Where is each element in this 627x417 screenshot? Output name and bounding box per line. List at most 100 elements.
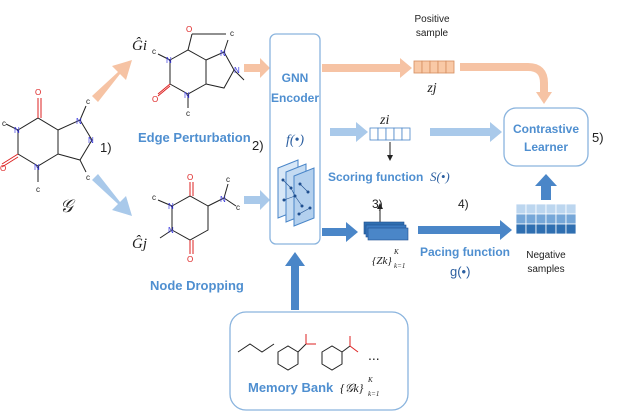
memory-bank-label: Memory Bank [248, 380, 334, 395]
svg-text:N: N [76, 117, 82, 126]
contrastive-learner-title-2: Learner [524, 140, 568, 154]
svg-text:O: O [0, 164, 6, 173]
svg-text:c: c [236, 203, 240, 212]
svg-text:N: N [168, 202, 174, 211]
gnn-encoder-title-1: GNN [282, 71, 309, 85]
negative-sample-cell [565, 203, 577, 215]
svg-text:N: N [220, 49, 226, 58]
negative-sample-cell [555, 213, 567, 225]
arrow-gi-to-encoder [244, 58, 270, 78]
arrow-negatives-to-learner [535, 174, 557, 200]
original-molecule-atoms: O O N N N N c c c c [0, 88, 94, 194]
negative-sample-cell [545, 203, 557, 215]
negative-sample-cell [535, 203, 547, 215]
negative-sample-cell [565, 213, 577, 225]
negative-samples-label-2: samples [527, 264, 564, 275]
svg-text:c: c [152, 47, 156, 56]
zi-label: zi [379, 113, 389, 128]
gnn-encoder-title-2: Encoder [271, 91, 319, 105]
negative-sample-cell [545, 213, 557, 225]
negative-sample-cell [555, 203, 567, 215]
arrow-zi-to-learner [430, 122, 502, 142]
svg-text:N: N [88, 136, 94, 145]
arrow-memory-to-encoder [285, 252, 305, 310]
memory-bank-symbol: {𝒢k} [340, 381, 364, 395]
pacing-function-label: Pacing function [420, 245, 510, 259]
step-5-label: 5) [592, 130, 604, 145]
svg-text:c: c [2, 119, 6, 128]
svg-text:c: c [152, 193, 156, 202]
svg-text:c: c [86, 97, 90, 106]
zj-label: zj [426, 81, 436, 96]
contrastive-learner-box [503, 107, 589, 167]
svg-text:O: O [187, 173, 193, 182]
zk-set-range: K [393, 248, 399, 256]
memory-bank-molecules [237, 334, 359, 371]
arrow-zk-to-negatives [418, 220, 512, 240]
svg-text:N: N [14, 126, 20, 135]
svg-text:c: c [86, 173, 90, 182]
svg-text:O: O [152, 95, 158, 104]
memory-bank-range: K [367, 376, 373, 384]
encoder-function-symbol: f(•) [286, 133, 304, 148]
scoring-function-label: Scoring function [328, 170, 423, 184]
svg-text:N: N [166, 56, 172, 65]
arrow-encoder-to-zi [330, 122, 368, 142]
svg-text:N: N [234, 66, 240, 75]
memory-bank-sub: k=1 [368, 390, 379, 398]
svg-text:c: c [186, 109, 190, 118]
svg-text:c: c [230, 29, 234, 38]
contrastive-learner-title-1: Contrastive [513, 122, 579, 136]
arrow-positive-to-learner-head [536, 92, 552, 104]
augmented-molecule-i-atoms: O O N N N N c c c [152, 25, 240, 118]
graph-symbol: 𝒢 [60, 196, 76, 216]
step-2-label: 2) [252, 138, 264, 153]
gi-hat-label: Ĝi [132, 37, 147, 54]
anchor-vector [369, 127, 411, 141]
candidate-embedding-stack [363, 221, 409, 241]
negative-sample-cell [525, 223, 537, 235]
augmented-molecule-j-atoms: O O N N N c c c [152, 173, 240, 264]
augmented-molecule-i [157, 33, 245, 108]
positive-sample-label-2: sample [416, 28, 449, 39]
augmented-molecule-j [157, 182, 237, 254]
svg-text:O: O [35, 88, 41, 97]
svg-text:O: O [187, 255, 193, 264]
arrow-positive-to-learner [460, 63, 548, 92]
step-3-label: 3) [372, 197, 383, 211]
edge-perturbation-arrow [92, 60, 132, 102]
negative-samples-label-1: Negative [526, 250, 566, 261]
negative-sample-cell [545, 223, 557, 235]
svg-text:N: N [34, 163, 40, 172]
arrow-gj-to-encoder [244, 190, 270, 210]
node-dropping-label: Node Dropping [150, 278, 244, 293]
edge-perturbation-label: Edge Perturbation [138, 130, 251, 145]
svg-text:N: N [168, 226, 174, 235]
negative-samples-grid [515, 203, 577, 235]
svg-text:O: O [186, 25, 192, 34]
negative-sample-cell [515, 213, 527, 225]
negative-sample-cell [525, 213, 537, 225]
negative-sample-cell [535, 223, 547, 235]
negative-sample-cell [565, 223, 577, 235]
pacing-function-symbol: g(•) [450, 264, 470, 279]
arrow-encoder-to-positive [322, 58, 412, 78]
svg-text:N: N [184, 91, 190, 100]
gj-hat-label: Ĝj [132, 235, 147, 252]
step-1-label: 1) [100, 140, 112, 155]
node-dropping-arrow [92, 174, 132, 216]
gnn-layers-icon [277, 159, 315, 227]
scoring-function-symbol: S(•) [430, 169, 450, 184]
positive-sample-vector [413, 60, 455, 74]
memory-bank-box [229, 311, 409, 411]
memory-bank-ellipsis: ... [368, 347, 380, 363]
svg-text:c: c [226, 175, 230, 184]
negative-sample-cell [535, 213, 547, 225]
svg-text:N: N [220, 195, 226, 204]
zk-set-sub: k=1 [394, 262, 405, 270]
negative-sample-cell [555, 223, 567, 235]
svg-text:c: c [36, 185, 40, 194]
original-molecule [1, 98, 93, 182]
negative-sample-cell [515, 223, 527, 235]
negative-sample-cell [515, 203, 527, 215]
